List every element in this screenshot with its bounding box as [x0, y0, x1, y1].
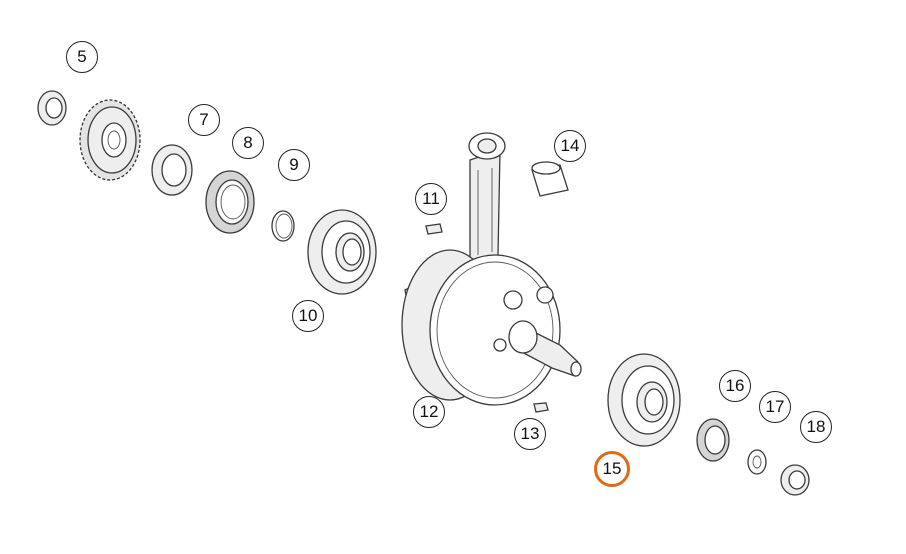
o-ring-part — [271, 210, 295, 242]
main-bearing-part — [607, 353, 681, 447]
flange-nut-part — [780, 464, 810, 496]
callout-15-label: 15 — [602, 459, 622, 478]
bearing-part — [307, 209, 377, 295]
callout-17-label: 17 — [765, 397, 785, 416]
nut-part — [37, 90, 67, 126]
seal-part — [205, 170, 255, 234]
callout-10-label: 10 — [298, 306, 318, 325]
callout-5-label: 5 — [77, 47, 87, 66]
callout-5: 5 — [66, 41, 98, 73]
callout-11-label: 11 — [422, 189, 440, 208]
callout-13: 13 — [514, 418, 546, 450]
callout-7: 7 — [188, 104, 220, 136]
callout-9-label: 9 — [289, 155, 299, 174]
woodruff-key-part — [533, 402, 549, 413]
crankshaft-part — [401, 249, 582, 406]
bushing-part — [151, 144, 193, 196]
key-part — [425, 223, 443, 235]
callout-12: 12 — [413, 396, 445, 428]
callout-16-label: 16 — [725, 376, 745, 395]
oil-seal-part — [696, 418, 730, 462]
callout-10: 10 — [292, 300, 324, 332]
needle-bearing-part — [531, 161, 569, 197]
callout-8: 8 — [232, 127, 264, 159]
gear-part — [79, 99, 141, 181]
callout-13-label: 13 — [520, 424, 540, 443]
callout-9: 9 — [278, 149, 310, 181]
callout-14-label: 14 — [560, 136, 580, 155]
callout-14: 14 — [554, 130, 586, 162]
callout-7-label: 7 — [199, 110, 209, 129]
callout-18-label: 18 — [806, 417, 826, 436]
callout-11: 11 — [415, 183, 447, 215]
callout-16: 16 — [719, 370, 751, 402]
callout-17: 17 — [759, 391, 791, 423]
connecting-rod-part — [468, 132, 506, 263]
washer-part — [747, 449, 767, 475]
callout-15-highlighted: 15 — [594, 451, 630, 487]
callout-8-label: 8 — [243, 133, 253, 152]
callout-12-label: 12 — [419, 402, 439, 421]
callout-18: 18 — [800, 411, 832, 443]
